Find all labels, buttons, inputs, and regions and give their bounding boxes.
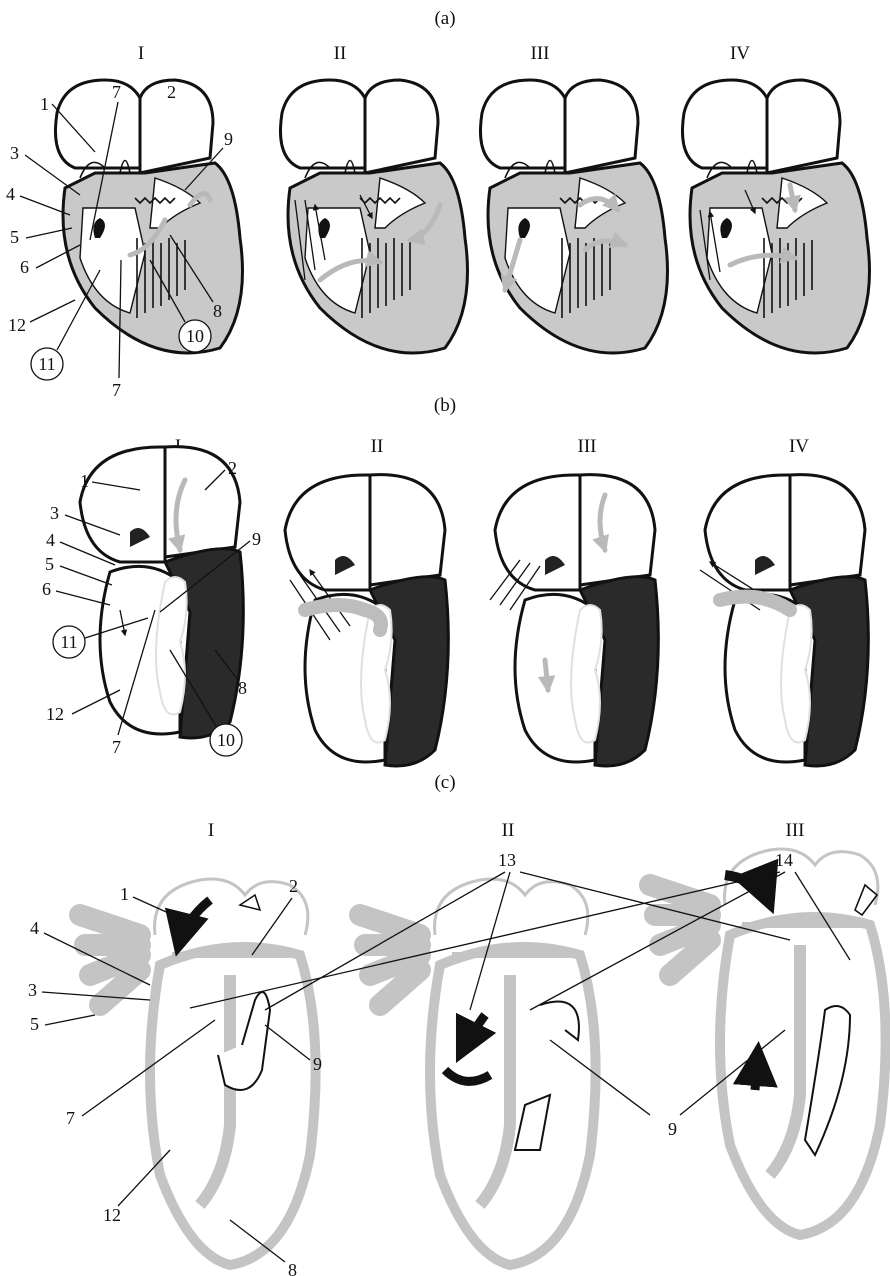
callout-b-4: 4 [46, 530, 55, 550]
callout-c-5: 5 [30, 1014, 39, 1034]
panel-b-stage-2: II [371, 436, 384, 457]
callout-b-12: 12 [46, 704, 64, 724]
callout-a-4: 4 [6, 184, 15, 204]
callout-c-7: 7 [66, 1108, 75, 1128]
panel-b-heart-3 [490, 475, 658, 766]
callout-a-5: 5 [10, 227, 19, 247]
callout-a-8: 8 [213, 301, 222, 321]
callout-a-9: 9 [224, 129, 233, 149]
callout-c-12: 12 [103, 1205, 121, 1225]
callout-a-2: 2 [167, 82, 176, 102]
callout-a-7-bottom: 7 [112, 380, 121, 400]
panel-b-label: (b) [434, 395, 456, 416]
callout-c-9b: 9 [668, 1119, 677, 1139]
panel-b-stage-3: III [578, 436, 597, 457]
callout-c-14: 14 [775, 850, 793, 870]
panel-a-label: (a) [434, 8, 455, 29]
callout-c-2: 2 [289, 876, 298, 896]
panel-c-stage-2: II [502, 820, 515, 841]
panel-b-heart-2 [285, 475, 448, 766]
callout-c-4: 4 [30, 918, 39, 938]
callout-c-3: 3 [28, 980, 37, 1000]
panel-a-heart-3 [480, 80, 667, 353]
callout-a-11: 11 [38, 354, 55, 374]
callout-b-11: 11 [60, 632, 77, 652]
panel-c-heart-2 [360, 879, 596, 1265]
callout-c-1: 1 [120, 884, 129, 904]
panel-b-stage-4: IV [789, 436, 809, 457]
callout-c-13: 13 [498, 850, 516, 870]
panel-a-heart-2 [280, 80, 467, 353]
panel-b-heart-1 [80, 447, 243, 738]
callout-b-2: 2 [228, 458, 237, 478]
callout-c-8: 8 [288, 1260, 297, 1276]
panel-a-stage-2: II [334, 43, 347, 64]
panel-c-stage-3: III [786, 820, 805, 841]
panel-a-heart-4 [682, 80, 869, 353]
panel-a-stage-3: III [531, 43, 550, 64]
panel-c-label: (c) [434, 772, 455, 793]
callout-b-8: 8 [238, 678, 247, 698]
callout-a-3: 3 [10, 143, 19, 163]
callout-a-6: 6 [20, 257, 29, 277]
callout-a-1: 1 [40, 94, 49, 114]
panel-b-heart-4 [700, 475, 868, 766]
callout-b-6: 6 [42, 579, 51, 599]
panel-c-heart-3 [650, 849, 886, 1235]
panel-c-stage-1: I [208, 820, 214, 841]
callout-b-1: 1 [80, 471, 89, 491]
panel-a-stage-1: I [138, 43, 144, 64]
callout-b-9: 9 [252, 529, 261, 549]
callout-a-12: 12 [8, 315, 26, 335]
callout-c-9a: 9 [313, 1054, 322, 1074]
callout-a-10: 10 [186, 326, 204, 346]
callout-b-3: 3 [50, 503, 59, 523]
panel-a-stage-4: IV [730, 43, 750, 64]
callout-a-7-top: 7 [112, 82, 121, 102]
callout-b-10: 10 [217, 730, 235, 750]
callout-b-7: 7 [112, 737, 121, 757]
callout-b-5: 5 [45, 554, 54, 574]
